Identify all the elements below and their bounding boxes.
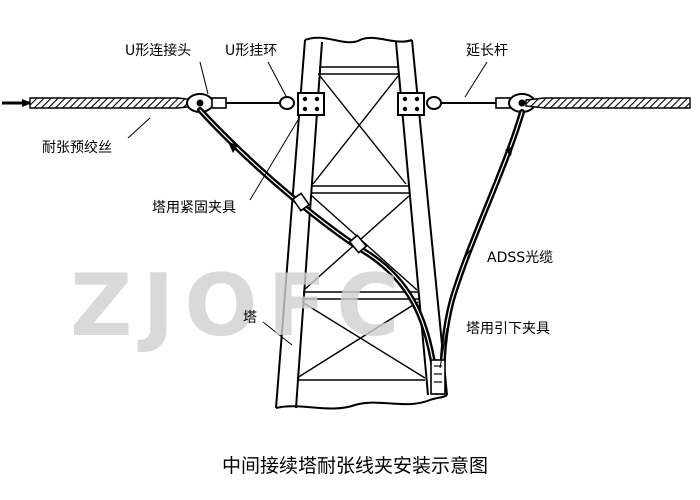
tower-fastening-clamps	[291, 192, 368, 254]
label-tension-wire: 耐张预绞丝	[42, 139, 112, 156]
leader-lines	[127, 61, 488, 369]
watermark-logo: ZJOFC	[70, 256, 409, 356]
label-adss-cable: ADSS光缆	[487, 250, 553, 266]
label-tower-clamp: 塔用紧固夹具	[152, 200, 236, 216]
label-u-connector: U形连接头	[125, 42, 191, 59]
cable-direction-arrow-right	[505, 146, 513, 156]
adss-cable-left-drop	[197, 107, 440, 395]
cable-direction-arrow-left	[228, 142, 238, 153]
left-tension-assembly	[2, 92, 325, 116]
label-tower: 塔	[243, 310, 257, 326]
right-tension-assembly	[397, 92, 691, 116]
label-downlead-clamp: 塔用引下夹具	[466, 321, 550, 337]
adss-cable-right-drop	[439, 109, 525, 395]
label-extension-rod: 延长杆	[466, 43, 508, 59]
diagram-caption: 中间接续塔耐张线夹安装示意图	[222, 455, 488, 477]
cable-splice-end	[430, 359, 446, 395]
label-u-ring: U形挂环	[225, 43, 277, 59]
